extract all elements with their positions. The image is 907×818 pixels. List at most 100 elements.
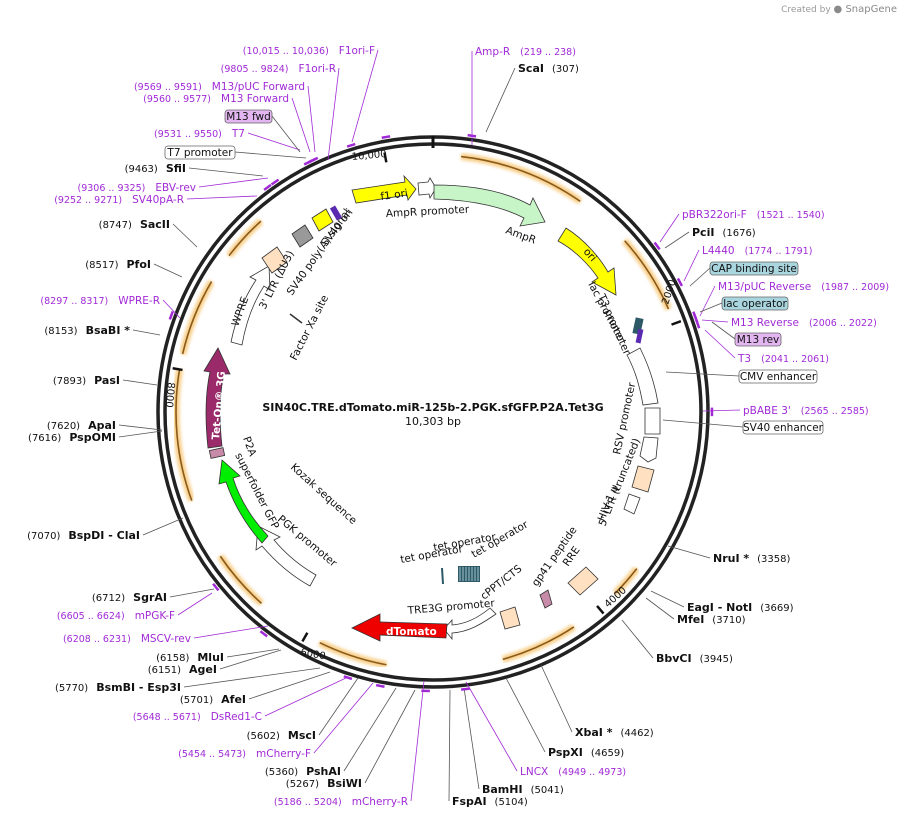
pgk-promoter-feature[interactable] [255, 525, 317, 587]
cut-site-name: PfoI [127, 258, 152, 271]
tet-operator-single[interactable] [441, 567, 444, 585]
boxed-label-box[interactable] [709, 261, 799, 276]
primer-label[interactable]: (6605 .. 6624)mPGK-F [57, 610, 175, 622]
sv40-polya-feature[interactable] [291, 224, 314, 248]
cut-site-label[interactable]: (8153)BsaBI * [44, 324, 130, 337]
primer-label[interactable]: pBABE 3'(2565 .. 2585) [743, 405, 869, 417]
primer-leader [683, 249, 700, 282]
ltr5-feature[interactable] [631, 465, 655, 493]
cut-site-label[interactable]: (5701)AfeI [180, 693, 246, 706]
cut-site-name: EagI [687, 601, 714, 614]
primer-leader [198, 177, 269, 188]
orf-arc-glow [172, 368, 196, 502]
cut-site-label[interactable]: (7620)ApaI [47, 419, 116, 432]
cut-site-label[interactable]: (7070)BspDI - ClaI [27, 529, 140, 542]
ori-feature[interactable] [557, 227, 617, 296]
primer-label[interactable]: M13/pUC Reverse(1987 .. 2009) [718, 281, 889, 293]
cut-site-label[interactable]: BbvCI(3945) [656, 652, 733, 665]
orf-arc-glow [217, 554, 264, 606]
primer-label[interactable]: (9531 .. 9550)T7 [154, 128, 245, 140]
cut-site-label[interactable]: MfeI(3710) [677, 613, 746, 626]
cut-site-label[interactable]: (8747)SacII [99, 218, 170, 231]
dtomato-feature[interactable] [351, 613, 448, 642]
primer-label[interactable]: pBR322ori-F(1521 .. 1540) [682, 209, 825, 221]
cut-site-label[interactable]: (7893)PasI [53, 374, 120, 387]
cut-site-label[interactable]: (7616)PspOMI [28, 431, 116, 444]
primer-leader [193, 625, 269, 639]
cut-site-label[interactable]: (6712)SgrAI [92, 591, 167, 604]
ampr-feature[interactable] [433, 184, 546, 227]
primer-label[interactable]: (9805 .. 9824)F1ori-R [221, 63, 336, 75]
cut-site-label[interactable]: PspXI(4659) [548, 746, 624, 759]
rre-feature[interactable] [567, 566, 599, 596]
cut-site-label[interactable]: FspAI(5104) [452, 795, 528, 808]
cut-site-label[interactable]: BamHI(5041) [482, 783, 564, 796]
cut-site-leader [540, 664, 573, 733]
boxed-label-box[interactable] [738, 369, 818, 384]
cut-site-label[interactable]: XbaI *(4462) [575, 726, 654, 739]
cut-site-label[interactable]: (8517)PfoI [85, 258, 151, 271]
boxed-label-box[interactable] [164, 145, 236, 160]
primer-label[interactable]: L4440(1774 .. 1791) [702, 245, 812, 257]
tre3g-feature[interactable] [443, 607, 497, 641]
cut-site-label[interactable]: (6151)AgeI [148, 663, 217, 676]
primer-position: (2006 .. 2022) [809, 318, 877, 329]
primer-label[interactable]: LNCX(4949 .. 4973) [520, 766, 626, 778]
cut-site-label[interactable]: PciI(1676) [692, 226, 756, 239]
cut-site-label[interactable]: NruI *(3358) [713, 552, 790, 565]
hiv-psi-feature[interactable] [623, 493, 641, 515]
cut-site-label[interactable]: (9463)SfiI [125, 162, 186, 175]
boxed-label-box[interactable] [721, 296, 789, 311]
primer-label[interactable]: (5648 .. 5671)DsRed1-C [133, 711, 262, 723]
kozak-label: Kozak sequence [288, 461, 359, 527]
cppt-feature[interactable] [499, 606, 521, 630]
cut-site-name: XbaI * [575, 726, 613, 739]
m13-rev-mark[interactable] [635, 328, 644, 344]
cut-site-leader [219, 649, 282, 670]
snapgene-credit: Created by ● SnapGene [781, 4, 897, 15]
rsv-promoter-feature[interactable] [639, 436, 659, 463]
plasmid-name: SIN40C.TRE.dTomato.miR-125b-2.PGK.sfGFP.… [262, 401, 603, 414]
primer-label[interactable]: (10,015 .. 10,036)F1ori-F [243, 45, 375, 57]
primer-label[interactable]: (6208 .. 6231)MSCV-rev [63, 633, 191, 645]
cmv-enhancer-feature[interactable] [626, 347, 659, 406]
p2a-feature[interactable] [208, 447, 226, 459]
primer-label[interactable]: (5186 .. 5204)mCherry-R [274, 796, 408, 808]
boxed-label-text: T7 promoter [166, 147, 233, 159]
primer-label[interactable]: Amp-R(219 .. 238) [475, 46, 576, 58]
primer-label[interactable]: (9306 .. 9325)EBV-rev [78, 182, 197, 194]
primer-label[interactable]: (9569 .. 9591)M13/pUC Forward [134, 81, 305, 93]
sv40-ori-feature[interactable] [311, 208, 334, 232]
boxed-label-text: SV40 enhancer [743, 422, 824, 434]
f1-ori-feature[interactable] [351, 174, 417, 204]
tet-on-feature[interactable] [203, 347, 231, 449]
primer-label[interactable]: (8297 .. 8317)WPRE-R [40, 295, 160, 307]
primer-leader [465, 681, 518, 772]
factor-xa-mark[interactable] [289, 313, 303, 324]
primer-label[interactable]: (9560 .. 9577)M13 Forward [143, 93, 289, 105]
cut-site-label[interactable]: (5770)BsmBI - Esp3I [55, 681, 181, 694]
cut-site-name: ScaI [518, 62, 544, 75]
gp41-feature[interactable] [539, 589, 553, 609]
boxed-label-box[interactable] [742, 420, 824, 435]
primer-mark [653, 241, 661, 251]
sfgfp-feature[interactable] [218, 459, 269, 544]
cut-site-label[interactable]: (5267)BsiWI [286, 777, 362, 790]
cut-site-label[interactable]: (5360)PshAI [265, 765, 341, 778]
ruler-tick-label: 6000 [299, 647, 326, 662]
ampr-promoter-feature[interactable] [417, 177, 437, 200]
primer-label[interactable]: (9252 .. 9271)SV40pA-R [54, 194, 184, 206]
ltr3-feature[interactable] [261, 246, 288, 274]
orf-arc [228, 220, 262, 257]
cut-site-label[interactable]: EagI - NotI(3669) [687, 601, 794, 614]
primer-label[interactable]: (5454 .. 5473)mCherry-F [178, 748, 311, 760]
cut-site-label[interactable]: ScaI(307) [518, 62, 579, 75]
primer-label[interactable]: T3(2041 .. 2061) [737, 353, 829, 365]
primer-leader [351, 49, 379, 143]
boxed-label-box[interactable] [224, 109, 273, 124]
cut-site-label[interactable]: (5602)MscI [247, 729, 316, 742]
primer-label[interactable]: M13 Reverse(2006 .. 2022) [731, 317, 877, 329]
boxed-label-box[interactable] [734, 332, 782, 347]
sv40-enhancer-feature[interactable] [644, 407, 661, 435]
cut-site-label[interactable]: (6158)MluI [156, 651, 224, 664]
